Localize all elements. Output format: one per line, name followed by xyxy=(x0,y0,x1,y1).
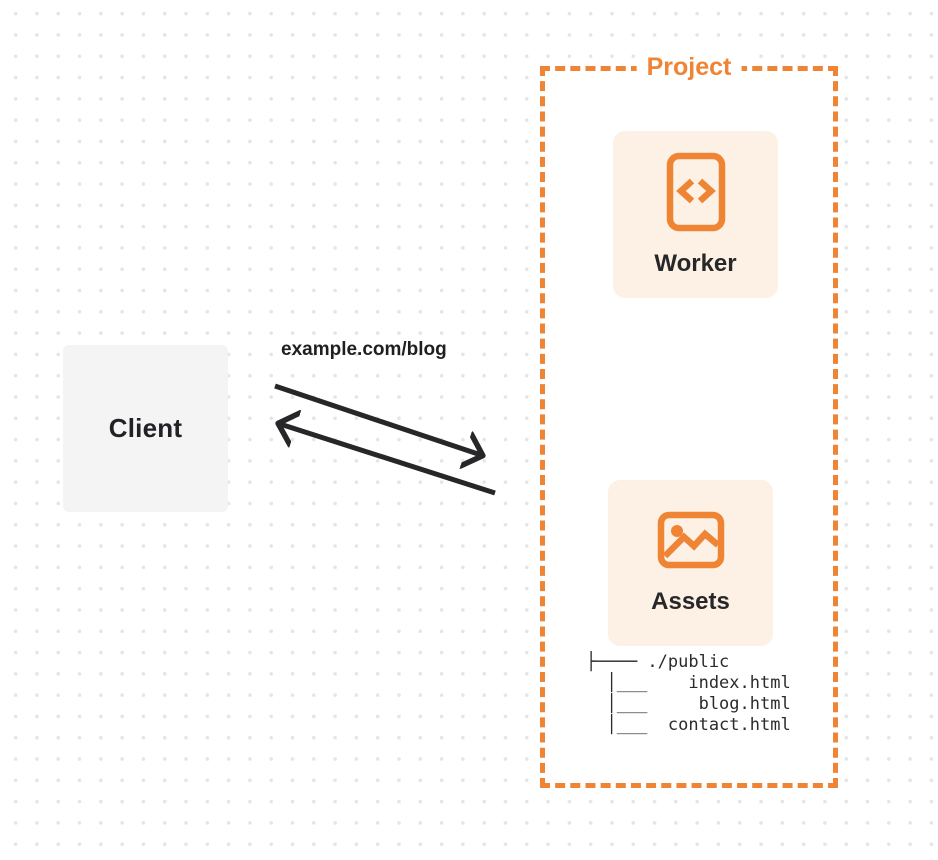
client-node: Client xyxy=(63,345,228,512)
request-arrow xyxy=(274,383,481,455)
tree-line-index: │___ index.html xyxy=(586,673,791,693)
worker-node: Worker xyxy=(613,131,778,298)
project-boundary: Project Worker Assets xyxy=(540,53,838,788)
assets-node: Assets xyxy=(608,480,773,646)
tree-line-public: ├──── ./public xyxy=(586,652,730,672)
image-icon xyxy=(657,510,725,570)
client-label: Client xyxy=(108,413,183,443)
response-arrow xyxy=(280,424,496,496)
tree-line-contact: │___ contact.html xyxy=(586,715,791,735)
assets-file-tree: ├──── ./public │___ index.html │___ blog… xyxy=(586,652,791,736)
worker-label: Worker xyxy=(654,249,737,277)
project-label: Project xyxy=(636,53,742,82)
tree-line-blog: │___ blog.html xyxy=(586,694,791,714)
assets-label: Assets xyxy=(651,588,730,615)
request-url-label: example.com/blog xyxy=(281,339,447,360)
code-file-icon xyxy=(666,152,726,232)
